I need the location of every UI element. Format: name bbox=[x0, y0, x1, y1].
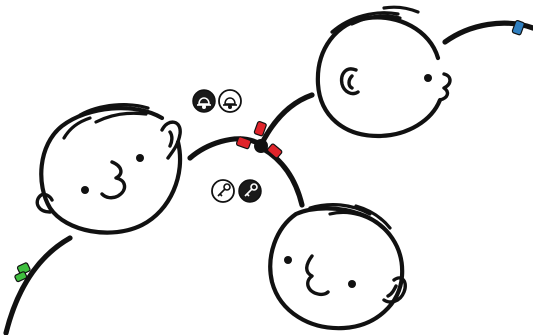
red-clip bbox=[253, 120, 267, 137]
eye bbox=[81, 186, 89, 194]
key-icon bbox=[244, 183, 258, 197]
hair-strand bbox=[328, 210, 378, 224]
token-key-light[interactable] bbox=[211, 179, 235, 203]
mouth-open bbox=[438, 72, 452, 102]
eye bbox=[424, 74, 432, 82]
character-bottom bbox=[268, 203, 407, 331]
hair-strand bbox=[62, 116, 92, 140]
hair-strand bbox=[350, 14, 402, 26]
hair-strand bbox=[308, 203, 372, 216]
red-clip bbox=[235, 136, 252, 150]
red-clip bbox=[267, 143, 283, 159]
head-outline bbox=[39, 106, 183, 235]
ear-left bbox=[339, 67, 360, 96]
ear-right bbox=[160, 120, 182, 160]
eye bbox=[136, 154, 144, 162]
bell-icon bbox=[223, 97, 237, 110]
character-left bbox=[35, 103, 183, 235]
hair-strand bbox=[382, 5, 420, 14]
hair-strand bbox=[330, 11, 400, 34]
rope-center-up bbox=[259, 92, 315, 146]
head-outline bbox=[315, 15, 443, 139]
character-top-right bbox=[315, 5, 452, 139]
eye bbox=[348, 280, 356, 288]
ear-left bbox=[35, 192, 54, 214]
rope-lower-left bbox=[3, 235, 73, 335]
nose-mouth bbox=[100, 160, 127, 200]
eye bbox=[284, 256, 292, 264]
ear-right bbox=[382, 276, 407, 304]
ear-right-inner bbox=[386, 284, 398, 298]
ear-right-inner bbox=[168, 130, 174, 148]
head-outline bbox=[268, 206, 405, 331]
key-icon bbox=[217, 183, 231, 197]
hub-knot bbox=[254, 139, 268, 153]
blue-clip bbox=[511, 19, 525, 36]
token-bell-dark[interactable] bbox=[192, 89, 216, 113]
hair-strand bbox=[354, 204, 392, 230]
bell-icon bbox=[197, 97, 211, 110]
hub-connector bbox=[235, 120, 283, 159]
green-clip bbox=[14, 262, 31, 283]
hair-strand bbox=[78, 103, 150, 117]
rope-center-left bbox=[187, 136, 261, 161]
rope-center-down bbox=[259, 145, 305, 208]
token-key-dark[interactable] bbox=[238, 179, 262, 203]
ear-left-inner bbox=[347, 74, 354, 90]
rope-lines bbox=[3, 20, 533, 335]
token-bell-light[interactable] bbox=[218, 89, 242, 113]
nose-mouth bbox=[305, 254, 330, 297]
hair-strand bbox=[94, 111, 148, 124]
